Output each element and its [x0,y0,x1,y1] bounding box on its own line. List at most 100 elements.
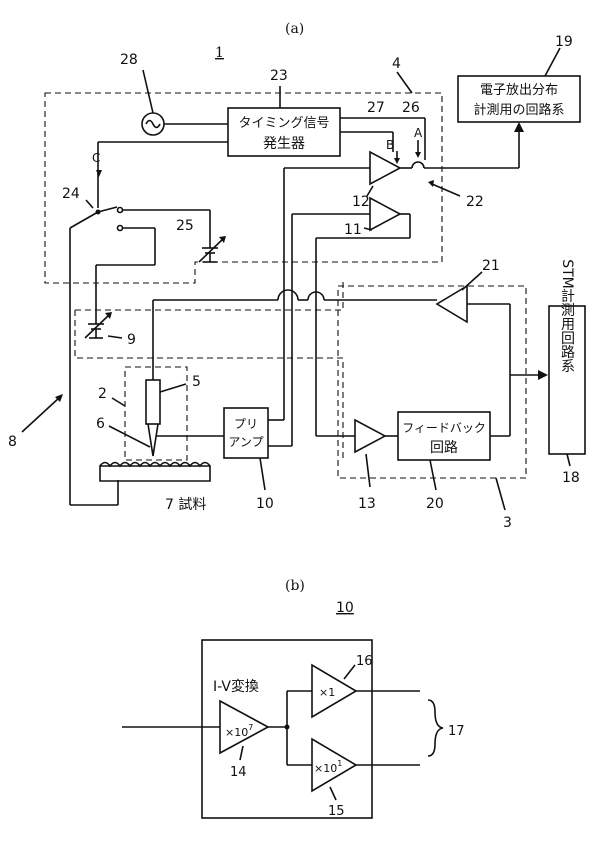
ref-2: 2 [98,386,107,402]
arrow-to-stm-icon [538,370,548,380]
emission-line1: 電子放出分布 [480,83,558,98]
ref-13: 13 [358,496,376,512]
figure-b: (b) 10 I-V変換 ×107 14 ×1 16 ×101 15 [122,578,465,819]
gain-14: ×107 [225,723,253,739]
switch-blade [97,206,118,213]
leader-3 [495,477,506,511]
leader-6 [108,425,151,448]
amplifier-21 [435,284,468,324]
ref-4: 4 [392,56,401,72]
gain-15-exp: 1 [337,759,342,768]
ref-28: 28 [120,52,138,68]
leader-20 [429,459,437,491]
figure-a: (a) 1 28 タイミング信号 発生器 23 4 27 26 B A [8,21,586,531]
timing-generator-line1: タイミング信号 [238,116,329,131]
feedback-line2: 回路 [430,440,458,456]
stm-measurement-circuit [548,305,586,455]
brace-17 [427,699,444,757]
amplifier-12 [369,150,402,186]
arrow-to-emission-icon [514,122,524,132]
amplifier-11 [369,196,402,232]
leader-18 [566,453,571,467]
ref-6: 6 [96,416,105,432]
amplifier-13 [354,418,387,454]
sample-base [99,465,211,482]
gain-14-base: ×10 [225,726,248,739]
leader-15 [329,786,337,801]
timing-signal-generator [227,107,341,157]
ref-14: 14 [230,765,247,780]
ref-24: 24 [62,186,80,202]
leader-12 [366,185,374,197]
wire-switch-common [69,211,99,229]
gain-16: ×1 [319,686,335,699]
stm-circuit-label: STM計測用回路系 [559,259,575,373]
ref-18: 18 [562,470,580,486]
variable-arrow-9 [84,313,111,339]
ref-16: 16 [356,654,373,669]
leader-14 [239,745,244,761]
leader-16 [343,664,356,680]
sample-surface [99,461,211,468]
ref-26: 26 [402,100,420,116]
ref-15: 15 [328,804,345,819]
ref-20: 20 [426,496,444,512]
gain-14-exp: 7 [248,723,253,732]
dashed-probe-box-2 [124,366,188,461]
arrow-a-icon [415,152,421,158]
arrow-c-icon [96,170,102,177]
leader-2 [111,397,126,407]
ref-5: 5 [192,374,201,390]
emission-line2: 計測用の回路系 [473,102,564,118]
dashed-enclosure-9-bottom [74,310,344,460]
sample-label: 7 試料 [165,497,206,513]
amplifier-14 [219,699,270,755]
iv-label: I-V変換 [213,678,259,695]
emission-distribution-circuit [457,75,581,123]
leader-11 [363,227,373,231]
timing-generator-line2: 発生器 [263,136,305,152]
figure-a-caption: (a) [285,21,304,37]
signal-b-label: B [386,138,394,152]
arrow-8-head [55,394,63,402]
preamp [223,407,269,459]
block-number: 10 [336,600,354,616]
preamp-line2: アンプ [228,435,263,449]
ref-9: 9 [127,332,136,348]
crossover-12 [411,161,425,169]
leader-19 [544,47,561,77]
ref-8: 8 [8,434,17,450]
crossover-2 [307,291,325,301]
variable-arrow-25 [198,237,225,263]
ref-27: 27 [367,100,385,116]
amplifier-15 [311,737,358,793]
switch-contact-upper [116,206,124,214]
piezo-element [145,379,161,425]
ref-22: 22 [466,194,484,210]
leader-5 [159,383,187,393]
gain-15: ×101 [314,759,342,775]
amplifier-16 [311,663,358,719]
leader-28 [142,69,154,114]
leader-13 [365,453,371,488]
feedback-circuit [397,411,491,461]
leader-24 [85,199,94,209]
leader-21 [461,271,483,291]
gain-15-base: ×10 [314,762,337,775]
signal-a-label: A [414,126,423,140]
signal-c-label: C [92,151,100,165]
dashed-enclosure-4 [44,92,443,284]
leader-4 [396,71,413,94]
variable-arrow-25-head [219,236,226,243]
leader-10 [259,457,266,491]
arrow-22 [431,183,461,197]
crossover-1 [277,289,299,301]
arrow-8 [21,396,61,433]
dashed-enclosure-3 [337,285,527,479]
ref-19: 19 [555,34,573,50]
ac-sine-icon [145,119,161,129]
arrow-b-icon [394,158,400,164]
ref-3: 3 [503,515,512,531]
switch-contact-lower [116,224,124,232]
